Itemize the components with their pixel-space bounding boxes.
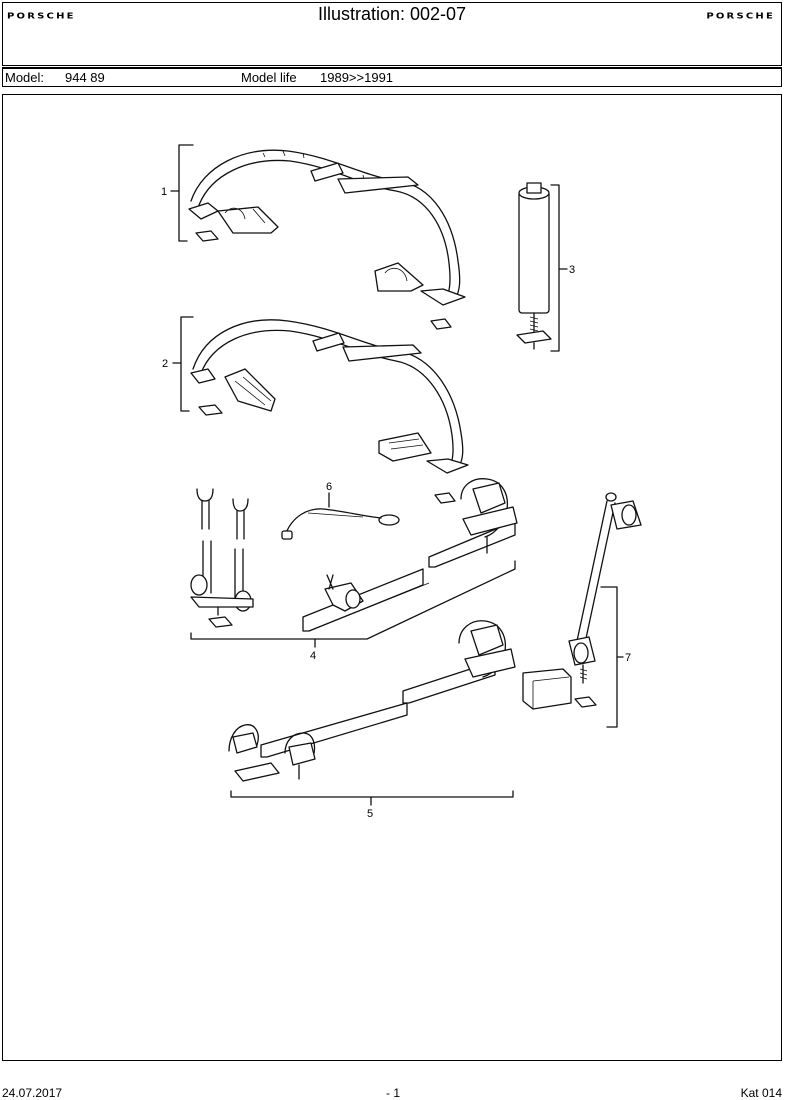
callout-labels: 1 2 3 4 5 6 7 bbox=[161, 186, 631, 820]
model-info-bar: Model: 944 89 Model life 1989>>1991 bbox=[2, 67, 782, 87]
part-2-strap-holder bbox=[190, 319, 469, 504]
page-title: Illustration: 002-07 bbox=[317, 4, 467, 24]
part-1-strap-holder bbox=[188, 149, 466, 330]
model-life-label: Model life bbox=[241, 70, 297, 85]
footer-date: 24.07.2017 bbox=[2, 1086, 63, 1100]
model-life-value: 1989>>1991 bbox=[320, 70, 394, 85]
porsche-logo-right: PORSCHE bbox=[706, 12, 775, 21]
part-7-support-arm bbox=[522, 492, 642, 728]
model-value: 944 89 bbox=[65, 70, 105, 85]
callout-7: 7 bbox=[625, 652, 631, 664]
part-6-cable-lock bbox=[281, 508, 400, 540]
callout-1: 1 bbox=[161, 186, 167, 198]
callout-leaders bbox=[170, 144, 568, 806]
callout-3: 3 bbox=[569, 264, 575, 276]
footer-page-number: - 1 bbox=[386, 1086, 401, 1100]
header: PORSCHE Illustration: 002-07 PORSCHE bbox=[2, 2, 782, 66]
part-3-cylinder bbox=[516, 182, 552, 350]
porsche-logo-left: PORSCHE bbox=[7, 12, 76, 21]
footer-catalog: Kat 014 bbox=[740, 1086, 782, 1100]
parts-illustration: 1 2 3 4 5 6 7 bbox=[161, 144, 642, 820]
model-label: Model: bbox=[5, 70, 45, 85]
callout-6: 6 bbox=[326, 481, 332, 493]
callout-4: 4 bbox=[310, 650, 316, 662]
callout-5: 5 bbox=[367, 808, 373, 820]
part-4-fork-carrier bbox=[190, 478, 518, 640]
callout-2: 2 bbox=[162, 358, 168, 370]
part-5-frame-carrier bbox=[228, 620, 516, 798]
illustration-frame: 1 2 3 4 5 6 7 bbox=[2, 94, 782, 1061]
